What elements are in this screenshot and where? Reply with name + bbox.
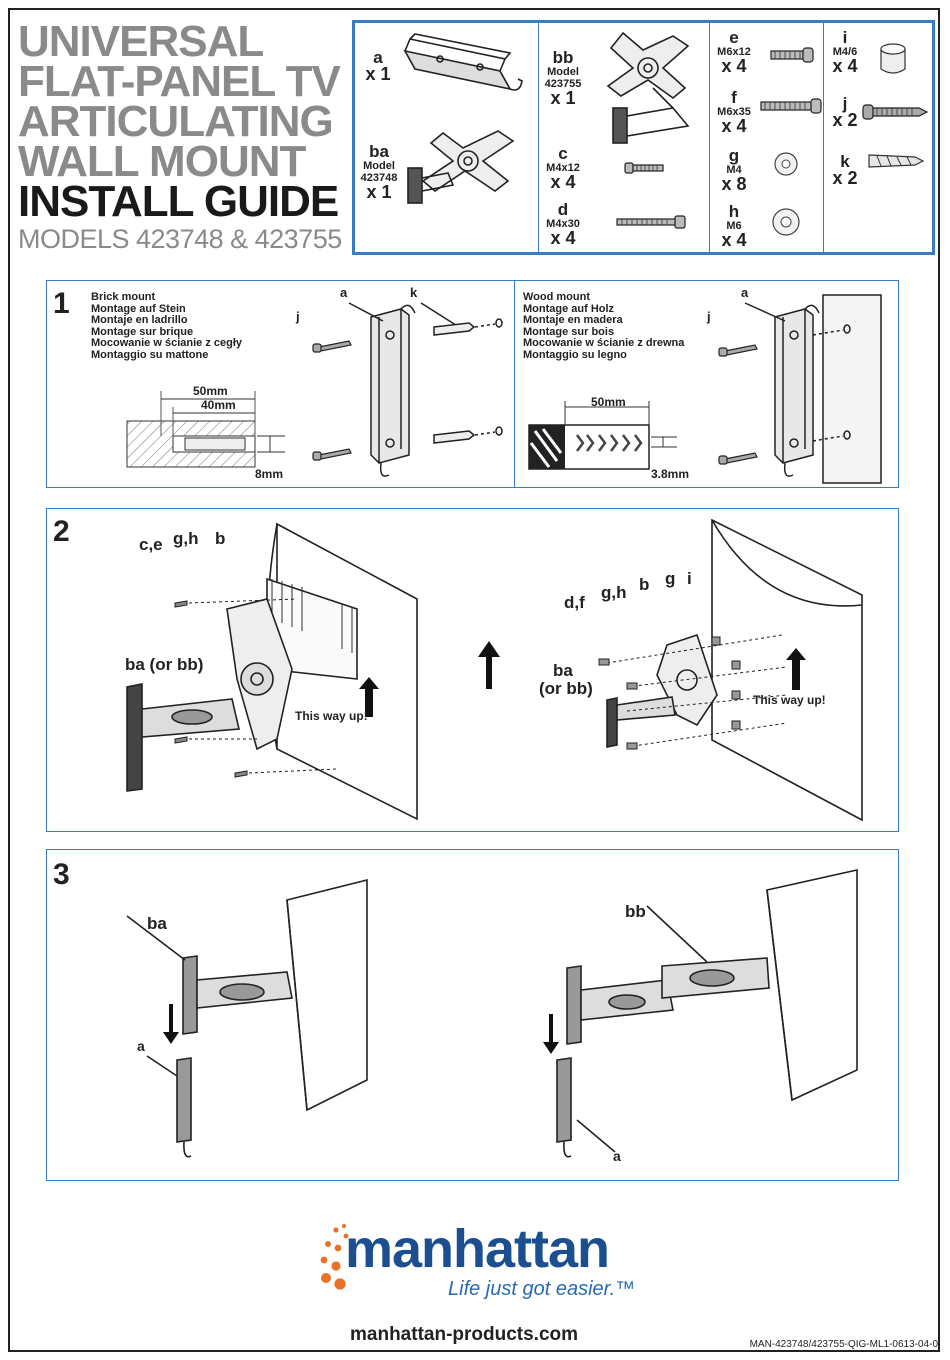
dimension-label: 50mm xyxy=(591,395,626,409)
part-g-label: g M4 x 8 xyxy=(721,146,747,194)
manhattan-logo-dots xyxy=(320,1224,349,1290)
part-ba-label: ba Model 423748 x 1 xyxy=(360,142,398,202)
part-bb-label: bb Model 423755 x 1 xyxy=(544,48,582,108)
label-d-f: d,f xyxy=(564,593,585,612)
models-subtitle: MODELS 423748 & 423755 xyxy=(18,224,342,254)
title-line: FLAT-PANEL TV xyxy=(18,57,341,106)
tv-plate-arm-icon xyxy=(407,130,515,204)
label-a: a xyxy=(137,1038,145,1054)
title-line: WALL MOUNT xyxy=(18,137,306,186)
dimension-label: 40mm xyxy=(201,398,236,412)
label-a: a xyxy=(613,1148,621,1164)
title-line: ARTICULATING xyxy=(18,97,334,146)
wall-bracket-icon xyxy=(403,33,523,91)
part-d-label: d M4x30 x 4 xyxy=(546,200,580,248)
washer-large-icon xyxy=(772,208,800,236)
label-g-h: g,h xyxy=(173,529,199,548)
part-c-label: c M4x12 x 4 xyxy=(546,144,580,192)
label-a: a xyxy=(340,285,348,300)
divider xyxy=(709,23,710,252)
label-g: g xyxy=(665,569,676,588)
label-c-e: c,e xyxy=(139,535,163,554)
part-e-label: e M6x12 x 4 xyxy=(717,28,751,76)
tv-back-left-diagram xyxy=(126,522,418,821)
divider xyxy=(823,23,824,252)
brand-tagline: Life just got easier.™ xyxy=(448,1278,636,1300)
tv-plate-double-arm-icon xyxy=(606,31,690,144)
hang-mount-right-diagram xyxy=(543,869,858,1158)
wall-anchor-icon xyxy=(868,154,925,168)
step-1-panel: 1 Brick mount Montage auf Stein Montaje … xyxy=(46,280,899,488)
label-bb: bb xyxy=(625,902,646,921)
label-j: j xyxy=(296,309,300,324)
website-link[interactable]: manhattan-products.com xyxy=(350,1324,579,1345)
hang-mount-left-diagram xyxy=(126,878,368,1158)
label-or-bb: (or bb) xyxy=(539,679,593,698)
step-number: 2 xyxy=(53,515,70,548)
parts-list: a x 1 ba Model 423748 x 1 bb Model 42375… xyxy=(352,20,935,255)
lag-screw-icon xyxy=(862,104,929,120)
up-arrow-icon xyxy=(478,641,500,689)
step-2-panel: 2 c,e g,h b ba (or bb) This way up! d,f … xyxy=(46,508,899,832)
spacer-icon xyxy=(880,43,906,74)
page-frame xyxy=(8,8,940,1352)
label-ba-or-bb: ba (or bb) xyxy=(125,655,204,674)
tv-back-right-diagram xyxy=(598,518,863,822)
label-k: k xyxy=(410,285,418,300)
title-line: INSTALL GUIDE xyxy=(18,177,339,226)
part-f-label: f M6x35 x 4 xyxy=(717,88,751,136)
wall-bracket-wood-diagram xyxy=(718,294,882,484)
dimension-label: 8mm xyxy=(255,467,284,481)
title-line: UNIVERSAL xyxy=(18,17,264,66)
this-way-up-text: This way up! xyxy=(295,709,368,723)
part-j-label: j x 2 xyxy=(832,94,858,130)
label-i: i xyxy=(687,569,692,588)
label-ba: ba xyxy=(553,661,573,680)
label-j: j xyxy=(707,309,711,324)
divider xyxy=(538,23,539,252)
wood-drill-diagram xyxy=(528,401,677,470)
step-number: 3 xyxy=(53,858,70,891)
part-i-label: i M4/6 x 4 xyxy=(832,28,858,76)
label-a: a xyxy=(741,285,749,300)
part-a-label: a x 1 xyxy=(365,48,391,84)
wall-bracket-brick-diagram xyxy=(312,302,503,477)
wood-mount-text: Wood mount Montage auf Holz Montaje en m… xyxy=(523,291,685,361)
step-3-panel: 3 ba a bb a xyxy=(46,849,899,1181)
step-number: 1 xyxy=(53,287,70,320)
screw-m6-short-icon xyxy=(770,47,814,63)
label-b: b xyxy=(639,575,650,594)
this-way-up-text: This way up! xyxy=(753,693,826,707)
part-h-label: h M6 x 4 xyxy=(721,202,747,250)
screw-long-icon xyxy=(616,215,686,229)
brick-mount-text: Brick mount Montage auf Stein Montaje en… xyxy=(91,291,242,361)
screw-short-icon xyxy=(624,162,664,174)
dimension-label: 50mm xyxy=(193,384,228,398)
part-k-label: k x 2 xyxy=(832,152,858,188)
brand-wordmark: manhattan xyxy=(345,1219,610,1279)
label-g-h: g,h xyxy=(601,583,627,602)
label-b: b xyxy=(215,529,226,548)
divider xyxy=(514,281,515,487)
screw-m6-long-icon xyxy=(760,98,822,114)
label-ba: ba xyxy=(147,914,167,933)
document-id: MAN-423748/423755-QIG-ML1-0613-04-0 xyxy=(749,1339,938,1350)
brick-drill-diagram xyxy=(126,391,285,468)
dimension-label: 3.8mm xyxy=(651,467,690,481)
washer-small-icon xyxy=(774,152,798,176)
page-title: UNIVERSAL FLAT-PANEL TV ARTICULATING WAL… xyxy=(18,17,341,226)
